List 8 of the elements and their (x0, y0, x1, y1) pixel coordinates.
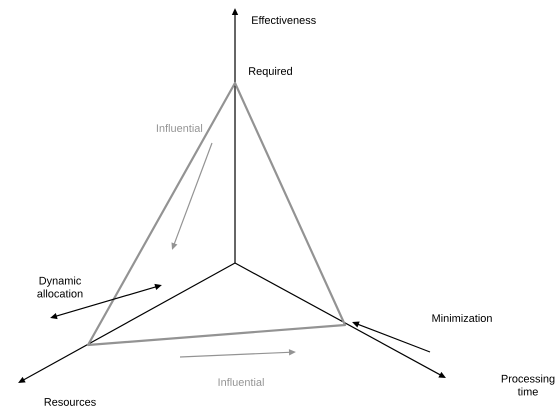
axis-label: Processing time (502, 374, 554, 396)
arrow-label: Minimization (432, 314, 492, 322)
axis-label: Resources (44, 398, 96, 406)
arrow-label: Influential (156, 124, 202, 132)
vertex-label: Required (249, 66, 292, 78)
arrow-label: Influential (218, 378, 264, 386)
axis-label: Effectiveness (252, 16, 316, 24)
arrow-label: Dynamic allocation (37, 276, 82, 298)
